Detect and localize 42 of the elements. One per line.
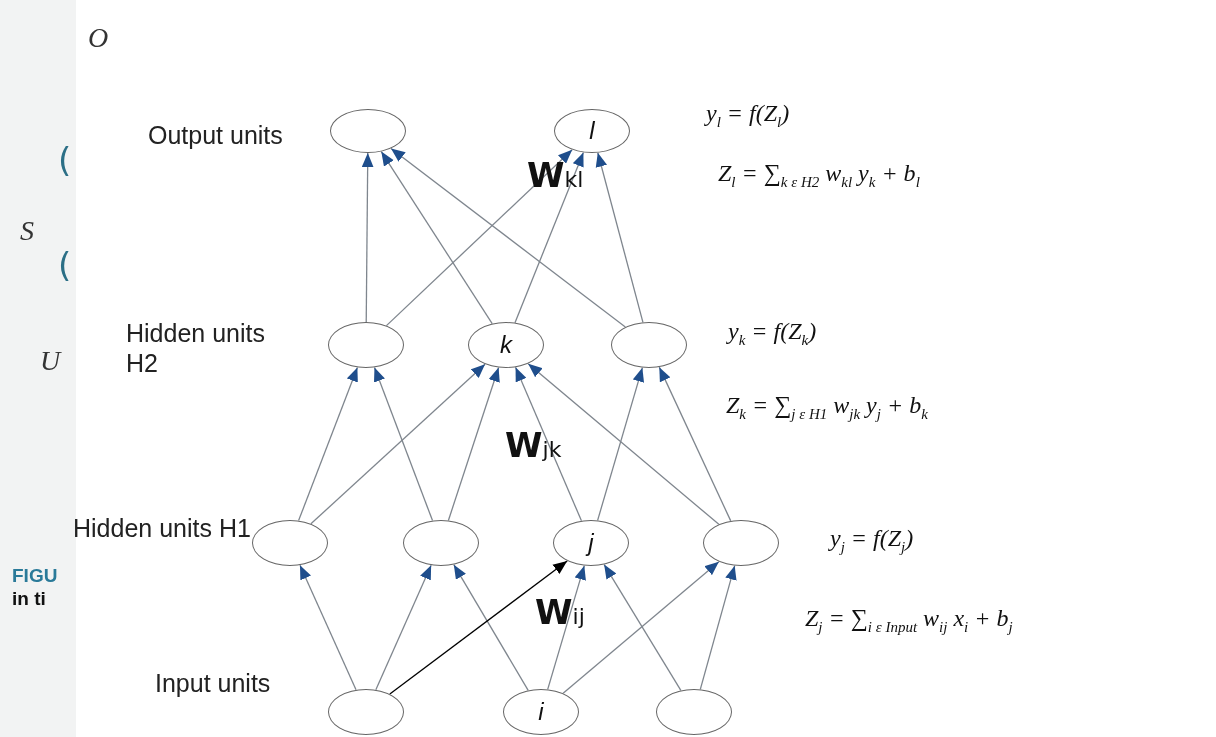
text-fragment: in ti bbox=[12, 588, 46, 610]
unit-label: l bbox=[589, 117, 595, 145]
math-variable: O bbox=[88, 22, 109, 54]
arrow bbox=[595, 152, 644, 323]
arrow bbox=[390, 147, 626, 328]
arrow bbox=[453, 564, 529, 691]
arrow bbox=[514, 151, 585, 324]
arrow bbox=[699, 565, 737, 690]
arrow bbox=[361, 152, 374, 323]
equation: y$_{l}$ = f(Z$_{l}$) bbox=[706, 100, 790, 131]
layer-label: Input units bbox=[155, 668, 272, 698]
arrow bbox=[389, 560, 568, 695]
equation: y$_{k}$ = f(Z$_{k}$) bbox=[728, 318, 817, 349]
unit-label: k bbox=[500, 331, 512, 359]
arrow bbox=[375, 564, 432, 691]
arrow bbox=[299, 564, 357, 691]
equation: Z$_{l}$ = ∑$_{k ε H2}$ w$_{kl}$ y$_{k}$ + b$_{l}$ bbox=[718, 160, 920, 191]
arrow bbox=[658, 366, 732, 522]
equation: Z$_{k}$ = ∑$_{j ε H1}$ w$_{jk}$ y$_{j}$ + b$_{k}$ bbox=[726, 392, 928, 423]
arrow bbox=[297, 366, 359, 522]
arrow bbox=[547, 565, 586, 690]
neuron-node bbox=[553, 520, 629, 566]
circle-node bbox=[330, 109, 406, 153]
arrow bbox=[562, 561, 720, 694]
arrow bbox=[385, 149, 573, 327]
layer-label: Output units bbox=[148, 120, 284, 150]
arrow bbox=[597, 367, 645, 521]
arrow bbox=[310, 363, 486, 525]
unit-label: i bbox=[538, 698, 544, 726]
math-variable: S bbox=[20, 215, 34, 247]
arrow bbox=[373, 366, 434, 522]
equation: Z$_{j}$ = ∑$_{i ε Input}$ w$_{ij}$ x$_{i}$ + b$_{j}$ bbox=[805, 605, 1013, 636]
layer-label: Hidden units H1 bbox=[73, 513, 252, 543]
math-variable: U bbox=[40, 345, 61, 377]
arrow bbox=[514, 366, 583, 522]
arrow bbox=[447, 366, 500, 522]
arrow bbox=[527, 363, 720, 525]
parenthesis: ( bbox=[58, 140, 72, 180]
parenthesis: ( bbox=[58, 245, 72, 285]
text-fragment: FIGU bbox=[12, 565, 58, 587]
equation: y$_{j}$ = f(Z$_{j}$) bbox=[830, 525, 914, 556]
layer-label: Hidden units H2 bbox=[126, 318, 266, 378]
